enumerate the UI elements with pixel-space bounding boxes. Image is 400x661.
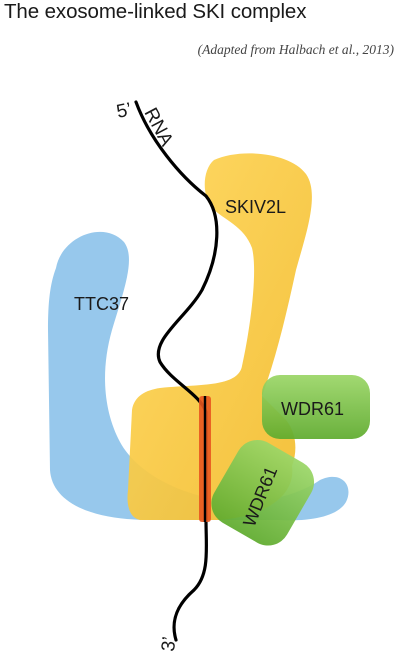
wdr61-lower-shape bbox=[211, 439, 315, 546]
ttc37-shape bbox=[48, 231, 349, 521]
skiv2l-label: SKIV2L bbox=[225, 197, 286, 217]
rna-3prime-label: 3’ bbox=[158, 636, 180, 653]
rna-5prime-label: 5’ bbox=[115, 99, 134, 123]
wdr61-upper-label: WDR61 bbox=[281, 399, 344, 419]
rna-strand bbox=[134, 100, 219, 642]
citation-text: (Adapted from Halbach et al., 2013) bbox=[197, 42, 394, 57]
figure-title: The exosome-linked SKI complex bbox=[4, 0, 307, 23]
rna-label: RNA bbox=[140, 104, 178, 150]
ttc37-label: TTC37 bbox=[74, 294, 129, 314]
wdr61-upper-shape bbox=[262, 375, 370, 439]
